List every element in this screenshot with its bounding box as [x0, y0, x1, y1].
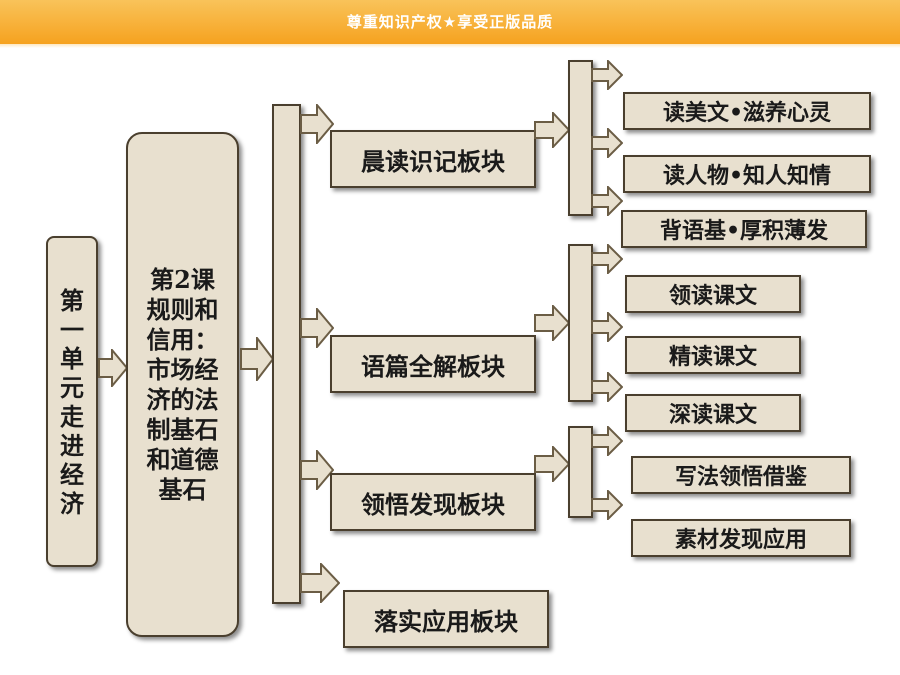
- leaf-read-essay: 读美文•滋养心灵: [623, 92, 871, 130]
- leaf-close-reading: 精读课文: [625, 336, 801, 374]
- banner-slogan: 尊重知识产权★享受正版品质: [346, 13, 554, 31]
- leaf-label: 读美文•滋养心灵: [662, 100, 832, 126]
- module-morning-reading: 晨读识记板块: [330, 130, 536, 188]
- unit-box: 第一单元走进经济: [46, 236, 98, 567]
- arrow-to-leaf-3-2: [591, 490, 623, 520]
- arrow-to-leaf-1-3: [591, 186, 623, 216]
- sub-bar-2: [568, 244, 593, 402]
- leaf-deep-reading: 深读课文: [625, 394, 801, 432]
- arrow-to-leaf-1-2: [591, 128, 623, 158]
- sub-bar-1: [568, 60, 593, 216]
- module-label: 晨读识记板块: [361, 146, 505, 176]
- leaf-read-people: 读人物•知人知情: [623, 155, 871, 193]
- arrow-unit-to-lesson: [98, 349, 128, 387]
- leaf-label: 写法领悟借鉴: [674, 464, 807, 490]
- leaf-material-discovery: 素材发现应用: [631, 519, 851, 557]
- leaf-language-basics: 背语基•厚积薄发: [621, 210, 867, 248]
- arrow-module-2-to-bar: [534, 305, 570, 341]
- leaf-guided-reading: 领读课文: [625, 275, 801, 313]
- module-connector-bar: [272, 104, 301, 604]
- leaf-label: 深读课文: [668, 402, 757, 428]
- module-application: 落实应用板块: [343, 590, 549, 648]
- arrow-to-leaf-2-1: [591, 244, 623, 274]
- module-insight-discovery: 领悟发现板块: [330, 473, 536, 531]
- arrow-to-module-3: [300, 450, 334, 490]
- arrow-to-module-1: [300, 104, 334, 144]
- banner-shadow: [0, 44, 900, 48]
- arrow-to-leaf-2-2: [591, 312, 623, 342]
- leaf-label: 素材发现应用: [674, 527, 807, 553]
- lesson-label: 第2课规则和信用：市场经济的法制基石和道德基石: [146, 264, 219, 504]
- module-label: 领悟发现板块: [361, 489, 505, 519]
- arrow-to-module-4: [300, 563, 340, 603]
- leaf-label: 读人物•知人知情: [662, 163, 832, 189]
- module-label: 落实应用板块: [374, 606, 518, 636]
- arrow-to-leaf-1-1: [591, 60, 623, 90]
- lesson-box: 第2课规则和信用：市场经济的法制基石和道德基石: [126, 132, 239, 637]
- arrow-lesson-to-bar: [240, 337, 274, 381]
- sub-bar-3: [568, 426, 593, 518]
- leaf-writing-insight: 写法领悟借鉴: [631, 456, 851, 494]
- arrow-to-module-2: [300, 308, 334, 348]
- unit-label: 第一单元走进经济: [60, 285, 84, 518]
- module-label: 语篇全解板块: [361, 351, 505, 381]
- arrow-module-3-to-bar: [534, 446, 570, 482]
- arrow-to-leaf-2-3: [591, 372, 623, 402]
- arrow-module-1-to-bar: [534, 112, 570, 148]
- leaf-label: 背语基•厚积薄发: [659, 218, 829, 244]
- top-banner: 尊重知识产权★享受正版品质: [0, 0, 900, 44]
- leaf-label: 领读课文: [668, 283, 757, 309]
- leaf-label: 精读课文: [668, 344, 757, 370]
- arrow-to-leaf-3-1: [591, 426, 623, 456]
- module-text-analysis: 语篇全解板块: [330, 335, 536, 393]
